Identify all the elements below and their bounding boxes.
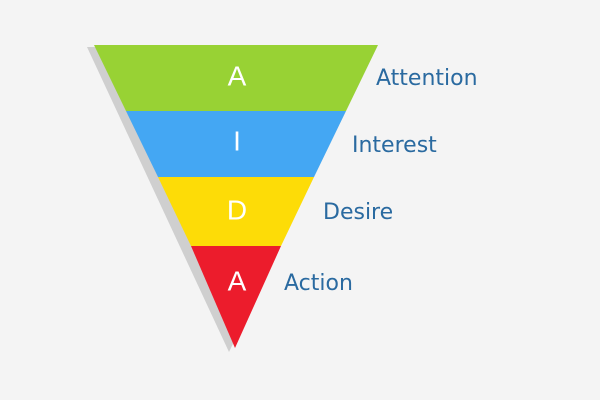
letter-desire: D <box>227 194 247 225</box>
label-interest: Interest <box>352 133 437 158</box>
label-desire: Desire <box>323 200 393 225</box>
funnel-band-interest <box>126 111 346 177</box>
funnel-band-action <box>191 246 281 348</box>
letter-action: A <box>228 265 247 296</box>
label-action: Action <box>284 271 353 296</box>
letter-interest: I <box>233 125 241 156</box>
funnel-band-desire <box>158 177 314 246</box>
letter-attention: A <box>228 60 247 91</box>
label-attention: Attention <box>376 66 478 91</box>
funnel-band-attention <box>94 45 378 111</box>
